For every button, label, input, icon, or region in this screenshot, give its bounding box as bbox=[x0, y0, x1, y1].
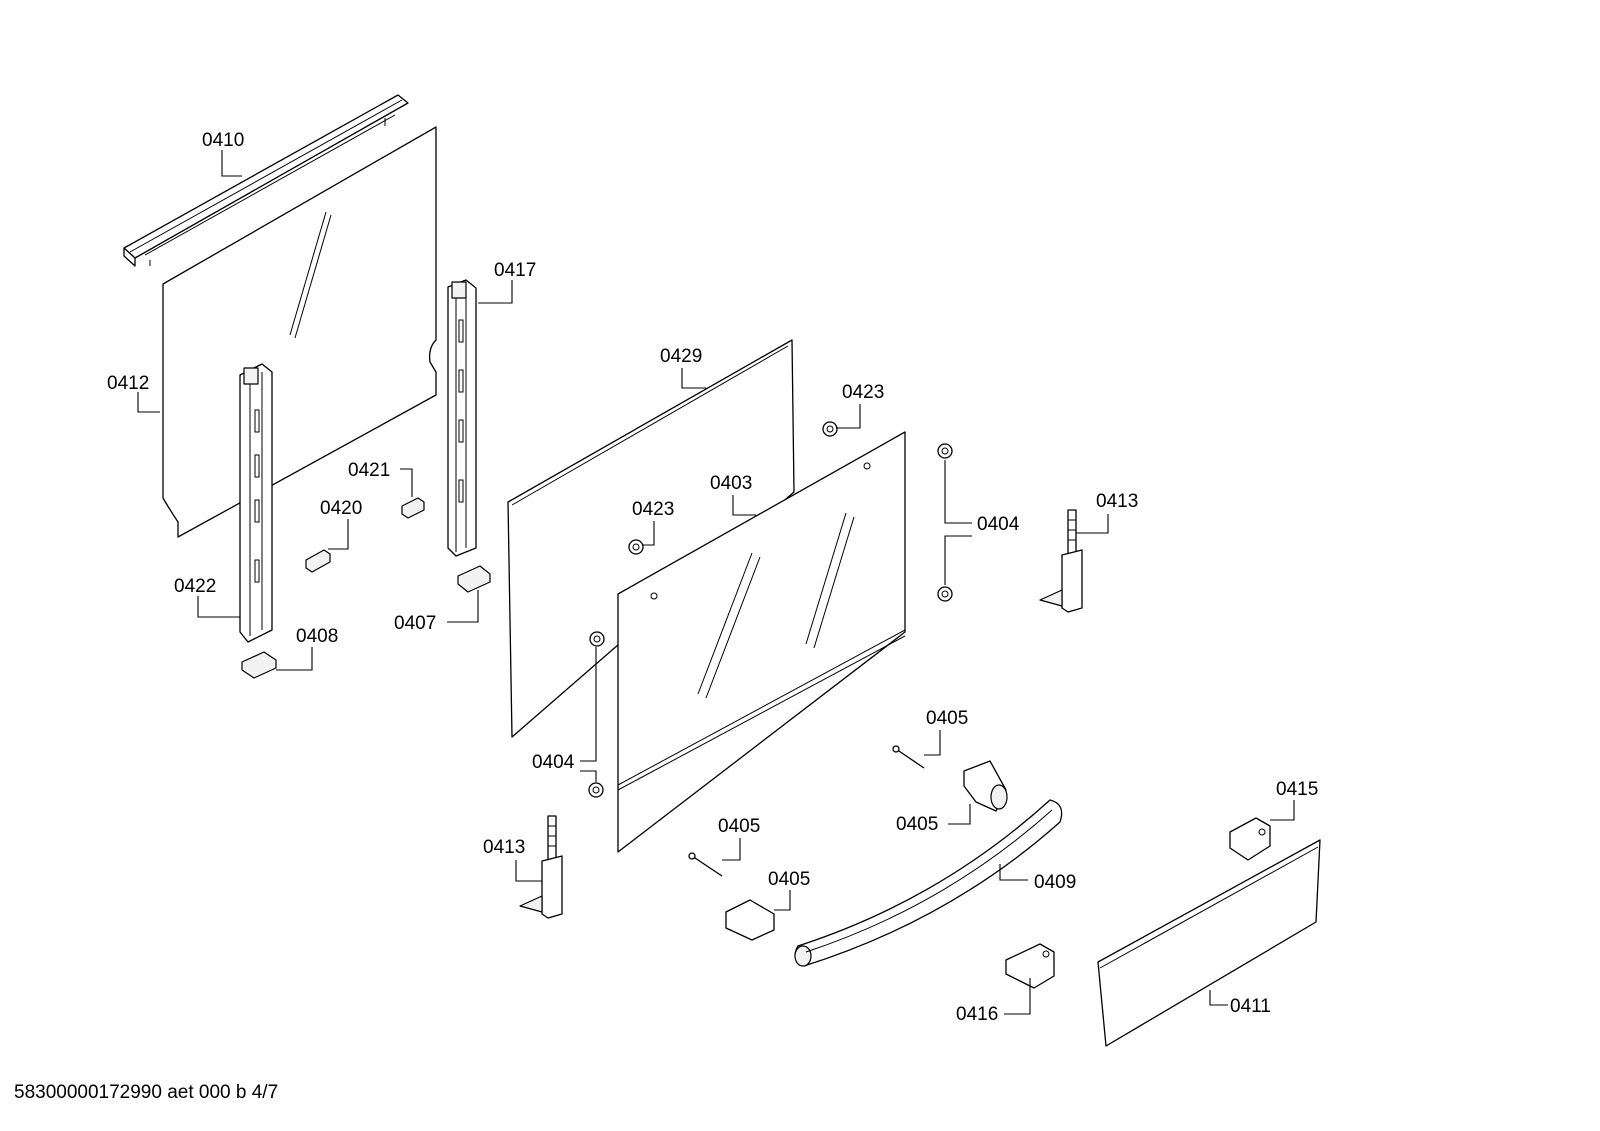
callout-0405-mount-lower: 0405 bbox=[768, 869, 810, 890]
callout-0420: 0420 bbox=[320, 498, 362, 519]
part-spacer-0404-c bbox=[589, 631, 605, 647]
part-spacer-0404-d bbox=[588, 782, 604, 798]
part-screw-upper bbox=[892, 745, 925, 769]
callout-0416: 0416 bbox=[956, 1004, 998, 1025]
callout-0417: 0417 bbox=[494, 260, 536, 281]
callout-labels: 0410 0412 0417 0421 0420 0422 0408 0407 … bbox=[107, 130, 1318, 1025]
part-bracket-0416 bbox=[1005, 943, 1055, 989]
callout-0404-right: 0404 bbox=[977, 514, 1020, 535]
callout-0422: 0422 bbox=[174, 576, 216, 597]
callout-0412: 0412 bbox=[107, 373, 149, 394]
part-screw-lower bbox=[688, 852, 723, 877]
part-front-door-panel bbox=[617, 431, 906, 853]
callout-0407: 0407 bbox=[394, 613, 436, 634]
part-clip-0408 bbox=[241, 651, 277, 679]
callout-0421: 0421 bbox=[348, 460, 390, 481]
callout-0413-left: 0413 bbox=[483, 837, 525, 858]
part-hinge-right bbox=[1039, 509, 1083, 613]
callout-0404-left: 0404 bbox=[532, 752, 575, 773]
callout-0409: 0409 bbox=[1034, 872, 1076, 893]
leader-lines bbox=[137, 150, 1295, 1015]
callout-0405-mount-upper: 0405 bbox=[896, 814, 938, 835]
part-clip-0407 bbox=[457, 565, 491, 593]
part-clip-0420 bbox=[305, 549, 331, 573]
part-handle-mount-upper bbox=[963, 760, 1008, 812]
part-lower-panel bbox=[1097, 839, 1321, 1047]
callout-0423-top: 0423 bbox=[842, 382, 884, 403]
part-spacer-0423-top bbox=[822, 421, 838, 437]
callout-0429: 0429 bbox=[660, 346, 702, 367]
part-spacer-0404-b bbox=[937, 586, 953, 602]
part-spacer-0423-mid bbox=[628, 539, 644, 555]
callout-0405-screw-upper: 0405 bbox=[926, 708, 968, 729]
part-handle-mount-lower bbox=[725, 899, 775, 941]
callout-0405-screw-lower: 0405 bbox=[718, 816, 760, 837]
part-spacer-0404-a bbox=[937, 443, 953, 459]
callout-0408: 0408 bbox=[296, 626, 338, 647]
part-bracket-0415 bbox=[1229, 817, 1271, 861]
callout-0411: 0411 bbox=[1230, 996, 1271, 1017]
callout-0403: 0403 bbox=[710, 473, 752, 494]
callout-0410: 0410 bbox=[202, 130, 244, 151]
callout-0423-mid: 0423 bbox=[632, 499, 674, 520]
part-top-trim-strip bbox=[123, 94, 409, 267]
part-middle-glass-pane bbox=[507, 339, 795, 738]
part-hinge-left bbox=[519, 815, 563, 919]
part-right-door-profile bbox=[447, 279, 477, 557]
part-rear-glass-pane bbox=[162, 126, 437, 538]
part-left-door-profile bbox=[239, 363, 273, 643]
part-clip-0421 bbox=[401, 497, 425, 519]
drawing-footer-code: 58300000172990 aet 000 b 4/7 bbox=[14, 1082, 279, 1103]
callout-0415: 0415 bbox=[1276, 779, 1318, 800]
callout-0413-right: 0413 bbox=[1096, 491, 1138, 512]
part-door-handle bbox=[794, 799, 1063, 967]
